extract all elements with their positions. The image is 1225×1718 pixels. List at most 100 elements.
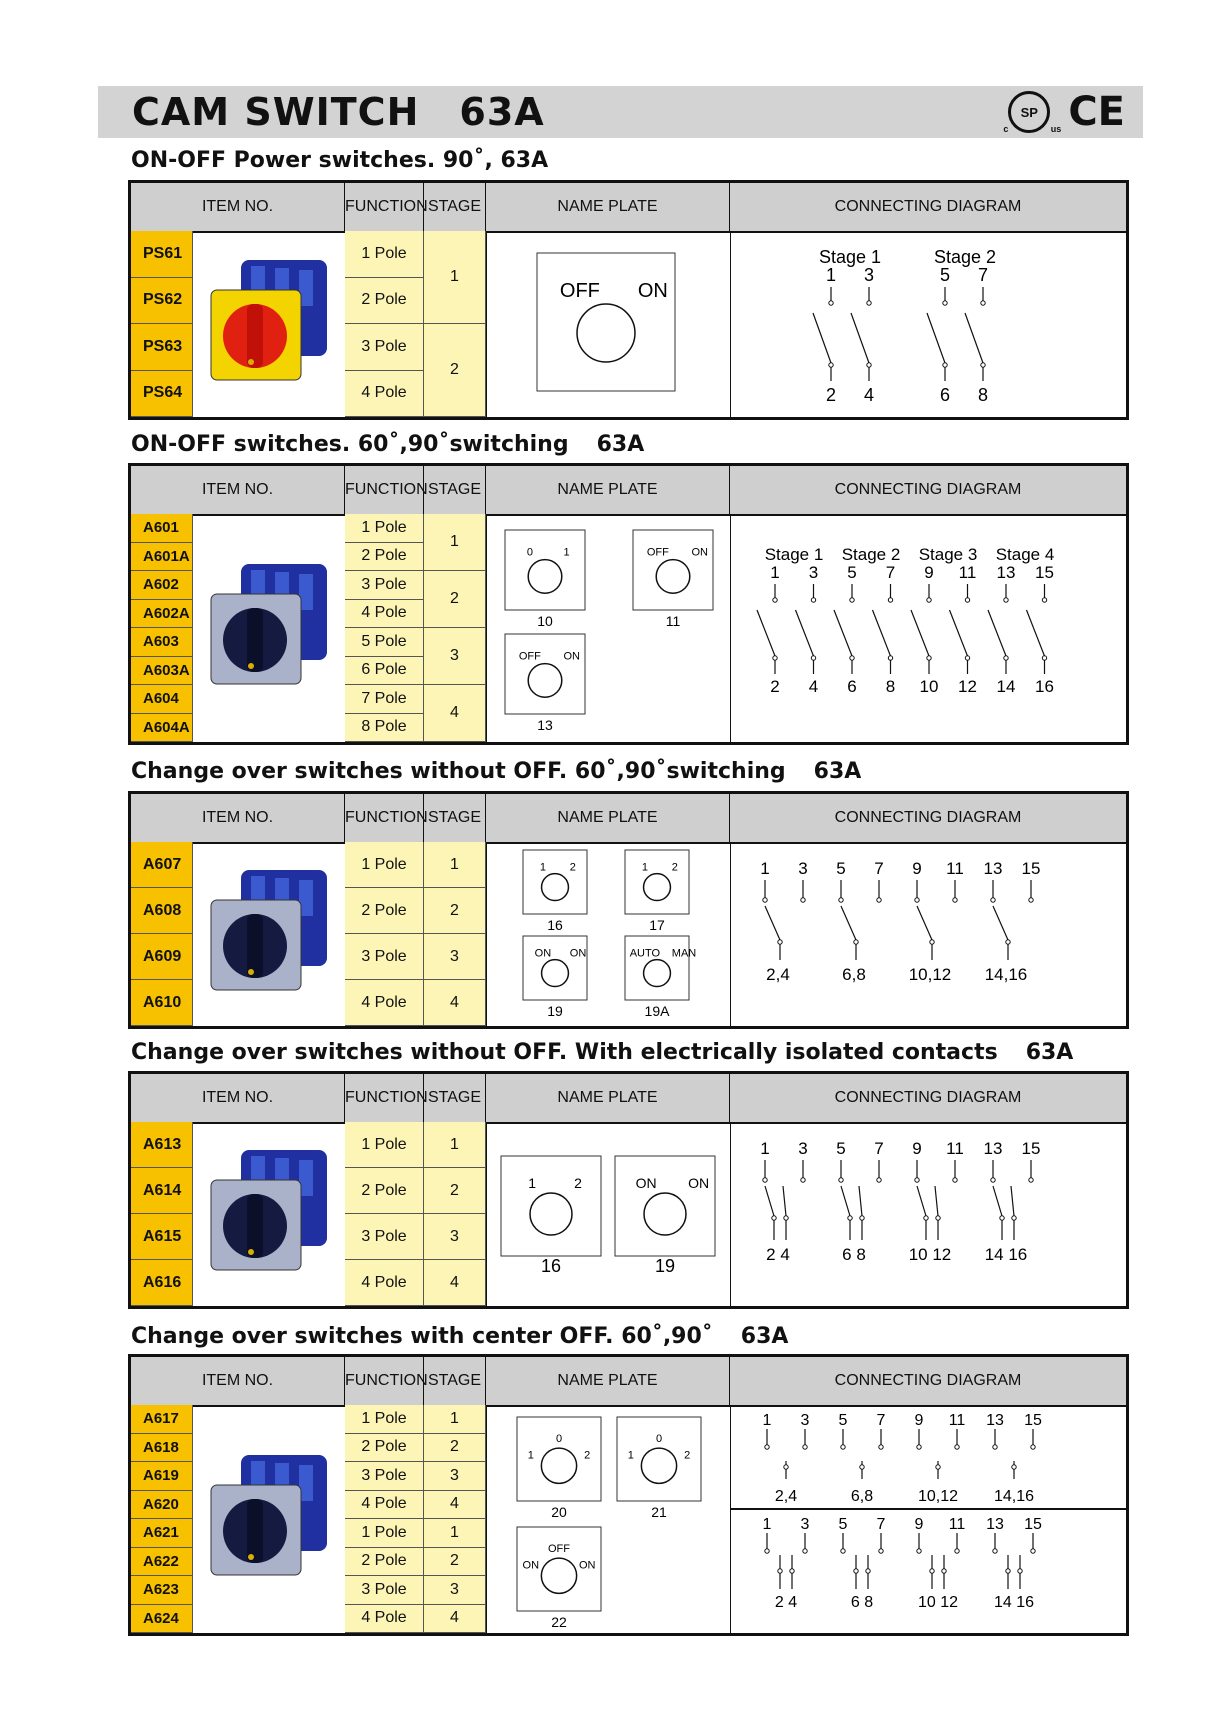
plate-label: OFF (560, 280, 600, 302)
function-cell: 6 Pole (345, 656, 424, 685)
section-title: Change over switches with center OFF. 60… (131, 1324, 788, 1349)
item-number: A607 (131, 842, 193, 888)
function-cell: 2 Pole (345, 1168, 424, 1214)
dial-circle (640, 1447, 678, 1485)
section-title: ON-OFF Power switches. 90˚, 63A (131, 148, 548, 173)
terminal-label: Stage 4 (996, 545, 1055, 564)
terminal-label: 14 (997, 677, 1016, 696)
plate-label: 1 (528, 1175, 536, 1191)
terminal-label: 14 16 (985, 1245, 1028, 1264)
terminal-label: 4 (809, 677, 818, 696)
item-number: A613 (131, 1122, 193, 1168)
stage-cell: 1 (424, 1519, 486, 1548)
column-header-diagram: CONNECTING DIAGRAM (834, 1089, 1022, 1106)
column-header-plate: NAME PLATE (486, 183, 730, 231)
column-header-item: ITEM NO. (131, 1357, 345, 1405)
plate-number: 20 (551, 1504, 567, 1520)
plate-label: 0 (527, 546, 533, 558)
function-cell: 4 Pole (345, 370, 424, 417)
section-amp: 63A (813, 759, 862, 784)
switch-photo (193, 1122, 345, 1306)
plate-number: 16 (547, 917, 563, 933)
stage-cell: 4 (424, 685, 486, 742)
terminal-label: 1 (826, 265, 836, 285)
column-divider (730, 231, 731, 417)
terminal-label: 7 (877, 1516, 886, 1533)
terminal-label: 3 (809, 563, 818, 582)
terminal-label: 15 (1022, 1139, 1041, 1158)
section-title-text: Change over switches without OFF. With e… (131, 1040, 998, 1065)
plate-label: ON (638, 280, 668, 302)
stage-cell: 2 (424, 571, 486, 628)
item-number: A608 (131, 888, 193, 934)
terminal-label: 14,16 (985, 965, 1028, 984)
terminal-label: 16 (1035, 677, 1054, 696)
terminal-label: 7 (877, 1412, 886, 1429)
function-cell: 4 Pole (345, 980, 424, 1026)
terminal-label: 2 (770, 677, 779, 696)
terminal-label: 6,8 (842, 965, 866, 984)
item-number: PS64 (131, 370, 193, 417)
plate-label: ON (579, 1560, 596, 1572)
section-title-text: Change over switches with center OFF. 60… (131, 1324, 713, 1349)
terminal-label: 11 (949, 1412, 966, 1429)
item-number: PS62 (131, 277, 193, 324)
dial-circle (643, 1192, 687, 1236)
column-header-stage: STAGE (424, 1357, 486, 1405)
function-cell: 8 Pole (345, 713, 424, 742)
section-amp: 63A (596, 432, 645, 457)
terminal-label: 5 (836, 859, 845, 878)
stage-cell: 2 (424, 1433, 486, 1462)
function-cell: 2 Pole (345, 1433, 424, 1462)
terminal-label: 10 12 (909, 1245, 952, 1264)
column-header-stage: STAGE (424, 794, 486, 842)
terminal-label: 1 (763, 1516, 772, 1533)
column-header-stage: STAGE (424, 466, 486, 514)
terminal-label: 11 (949, 1516, 966, 1533)
column-header-item: ITEM NO. (131, 1074, 345, 1122)
terminal-label: 6,8 (851, 1488, 873, 1505)
terminal-label: 13 (984, 859, 1003, 878)
column-header-item: ITEM NO. (131, 466, 345, 514)
column-header-diagram: CONNECTING DIAGRAM (834, 481, 1022, 498)
terminal-label: 2 (826, 385, 836, 405)
terminal-label: 2 4 (775, 1594, 797, 1611)
column-header-plate: NAME PLATE (486, 1357, 730, 1405)
terminal-label: 1 (760, 1139, 769, 1158)
function-cell: 1 Pole (345, 231, 424, 278)
terminal-label: 14,16 (994, 1488, 1034, 1505)
plate-label: 2 (672, 861, 678, 873)
column-divider (486, 514, 487, 742)
column-divider (730, 1405, 731, 1633)
plate-label: 1 (540, 861, 546, 873)
function-cell: 4 Pole (345, 599, 424, 628)
item-number: A624 (131, 1604, 193, 1633)
dial-circle (540, 1557, 578, 1595)
stage-cell: 3 (424, 1214, 486, 1260)
terminal-label: 13 (986, 1516, 1004, 1533)
function-cell: 5 Pole (345, 628, 424, 657)
dial-circle (529, 1192, 573, 1236)
name-plate-area: OFF ON (487, 231, 730, 417)
plate-number: 11 (666, 613, 681, 629)
terminal-label: 15 (1024, 1412, 1042, 1429)
terminal-label: 2,4 (775, 1488, 797, 1505)
plate-label: OFF (548, 1543, 570, 1555)
stage-cell: 4 (424, 980, 486, 1026)
plate-label: ON (570, 947, 587, 959)
terminal-label: 13 (997, 563, 1016, 582)
terminal-label: 1 (770, 563, 779, 582)
dial-circle (540, 1447, 578, 1485)
stage-cell: 3 (424, 1462, 486, 1491)
plate-label: OFF (647, 546, 669, 558)
stage-cell: 3 (424, 934, 486, 980)
